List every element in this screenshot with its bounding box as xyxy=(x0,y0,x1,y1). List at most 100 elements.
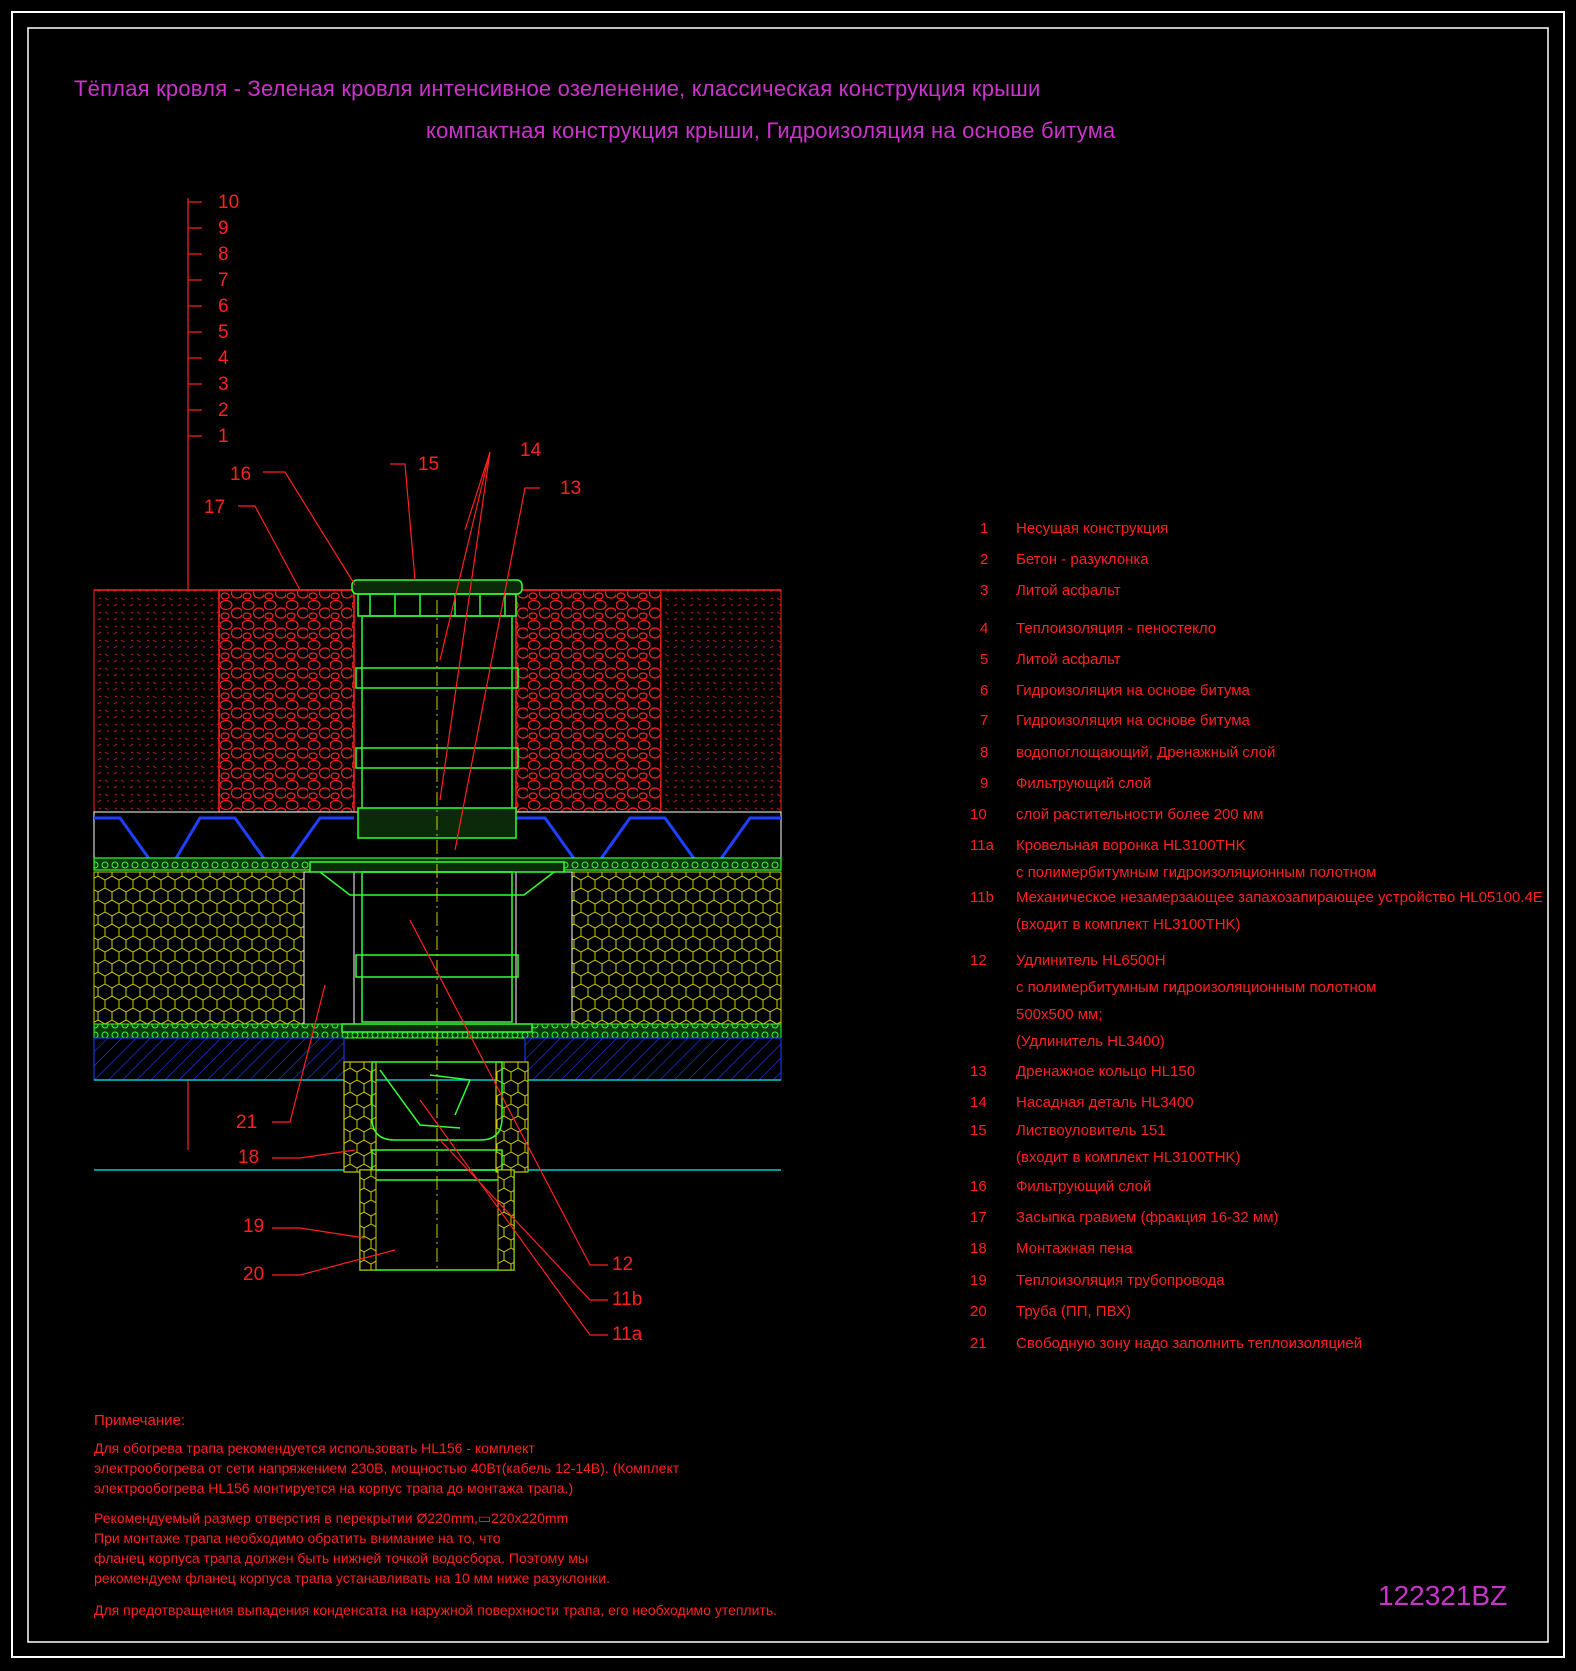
callout-12: 12 xyxy=(612,1254,634,1275)
legend-text: Литой асфальт xyxy=(1016,582,1121,599)
legend-text: Кровельная воронка HL3100THK xyxy=(1016,837,1246,854)
callout-13: 13 xyxy=(560,478,582,499)
legend-number: 13 xyxy=(970,1063,987,1080)
legend-text: Засыпка гравием (фракция 16-32 мм) xyxy=(1016,1209,1279,1226)
legend-text: Гидроизоляция на основе битума xyxy=(1016,682,1250,699)
legend-text: (входит в комплект HL3100THK) xyxy=(1016,916,1241,933)
vegetation-layer-left xyxy=(93,589,220,813)
inner-frame xyxy=(27,27,1549,1643)
notes-heading: Примечание: xyxy=(94,1412,185,1429)
legend-text: с полимербитумным гидроизоляционным поло… xyxy=(1016,979,1377,996)
layer-scale-label: 9 xyxy=(218,218,229,239)
layer-scale-label: 3 xyxy=(218,374,229,395)
legend-number: 21 xyxy=(970,1335,987,1352)
note-line-4: Рекомендуемый размер отверстия в перекры… xyxy=(94,1510,569,1526)
callout-17: 17 xyxy=(204,497,226,518)
free-zone-right xyxy=(515,871,573,1028)
layer-scale-label: 2 xyxy=(218,400,229,421)
legend-text: Механическое незамерзающее запахозапираю… xyxy=(1016,889,1543,906)
layer-scale-label: 6 xyxy=(218,296,229,317)
legend-number: 3 xyxy=(980,582,989,599)
legend-number: 14 xyxy=(970,1094,987,1111)
legend-number: 6 xyxy=(980,682,989,699)
layer-scale-label: 1 xyxy=(218,426,229,447)
legend-text: Удлинитель HL6500H xyxy=(1016,952,1166,969)
callout-16: 16 xyxy=(230,464,252,485)
legend-text: Теплоизоляция - пеностекло xyxy=(1016,620,1217,637)
legend-text: Гидроизоляция на основе битума xyxy=(1016,712,1250,729)
note-line-7: рекомендуем фланец корпуса трапа устанав… xyxy=(94,1570,610,1586)
layer-scale-label: 5 xyxy=(218,322,229,343)
outer-frame xyxy=(11,11,1565,1658)
legend-number: 16 xyxy=(970,1178,987,1195)
legend-text: водопоглощающий, Дренажный слой xyxy=(1016,744,1276,761)
callout-18: 18 xyxy=(238,1147,260,1168)
legend-number: 8 xyxy=(980,744,989,761)
drainage-layer-right xyxy=(516,816,781,862)
legend-text: Листвоуловитель 151 xyxy=(1016,1122,1166,1139)
legend-text: Фильтрующий слой xyxy=(1016,1178,1152,1195)
mounting-foam-right xyxy=(495,1061,529,1173)
drawing-code: 122321BZ xyxy=(1378,1580,1508,1611)
note-line-5: При монтаже трапа необходимо обратить вн… xyxy=(94,1530,501,1546)
legend-number: 10 xyxy=(970,806,987,823)
legend-text: Свободную зону надо заполнить теплоизоля… xyxy=(1016,1335,1363,1352)
legend-text: Дренажное кольцо HL150 xyxy=(1016,1063,1196,1080)
legend-number: 9 xyxy=(980,775,989,792)
gravel-fill-right xyxy=(515,589,662,813)
legend-number: 12 xyxy=(970,952,987,969)
note-line-1: Для обогрева трапа рекомендуется использ… xyxy=(94,1440,535,1456)
insulation-left xyxy=(93,871,305,1028)
free-zone-left xyxy=(303,871,355,1028)
layer-scale-label: 4 xyxy=(218,348,229,369)
callout-21: 21 xyxy=(236,1112,258,1133)
note-line-8: Для предотвращения выпадения конденсата … xyxy=(94,1602,778,1618)
layer-scale-ticks xyxy=(188,201,202,437)
legend-number: 19 xyxy=(970,1272,987,1289)
legend-text: Бетон - разуклонка xyxy=(1016,551,1149,568)
legend-number: 18 xyxy=(970,1240,987,1257)
mounting-foam-left xyxy=(343,1061,377,1173)
legend-text: слой растительности более 200 мм xyxy=(1016,806,1264,823)
legend-text: Теплоизоляция трубопровода xyxy=(1016,1272,1225,1289)
callout-15: 15 xyxy=(418,454,440,475)
legend-text: 500x500 мм; xyxy=(1016,1006,1103,1023)
callout-20: 20 xyxy=(243,1264,265,1285)
vegetation-layer-right xyxy=(660,589,782,813)
legend-text: (входит в комплект HL3100THK) xyxy=(1016,1149,1241,1166)
drainage-layer-left xyxy=(94,816,354,862)
concrete-slope-right xyxy=(524,1037,782,1081)
note-line-6: фланец корпуса трапа должен быть нижней … xyxy=(94,1550,588,1566)
legend-number: 7 xyxy=(980,712,989,729)
note-line-3: электрообогрева HL156 монтируется на кор… xyxy=(94,1480,574,1496)
legend-number: 17 xyxy=(970,1209,987,1226)
layer-scale-label: 7 xyxy=(218,270,229,291)
legend-number: 11a xyxy=(970,837,994,854)
layer-scale-label: 8 xyxy=(218,244,229,265)
gravel-fill-left xyxy=(218,589,355,813)
legend-text: с полимербитумным гидроизоляционным поло… xyxy=(1016,864,1377,881)
legend-text: Насадная деталь HL3400 xyxy=(1016,1094,1194,1111)
insulation-right xyxy=(571,871,782,1028)
callout-leaders xyxy=(238,451,608,1336)
callout-19: 19 xyxy=(243,1216,265,1237)
legend-number: 20 xyxy=(970,1303,987,1320)
legend-text: Литой асфальт xyxy=(1016,651,1121,668)
pipe-insulation-left xyxy=(359,1169,377,1271)
legend-number: 11b xyxy=(970,889,994,906)
legend-number: 2 xyxy=(980,551,989,568)
note-line-2: электрообогрева от сети напряжением 230В… xyxy=(94,1460,680,1476)
layer-scale-label: 10 xyxy=(218,192,240,213)
callout-11b: 11b xyxy=(612,1289,643,1310)
legend-number: 1 xyxy=(980,520,989,537)
legend-text: Труба (ПП, ПВХ) xyxy=(1016,1303,1131,1320)
legend-text: Фильтрующий слой xyxy=(1016,775,1152,792)
pipe-insulation-right xyxy=(497,1169,515,1271)
legend-text: Монтажная пена xyxy=(1016,1240,1133,1257)
legend-number: 15 xyxy=(970,1122,987,1139)
legend-text: (Удлинитель HL3400) xyxy=(1016,1033,1165,1050)
drawing-title-line2: компактная конструкция крыши, Гидроизоля… xyxy=(426,118,1116,143)
callout-11a: 11a xyxy=(612,1324,643,1345)
callout-14: 14 xyxy=(520,440,542,461)
